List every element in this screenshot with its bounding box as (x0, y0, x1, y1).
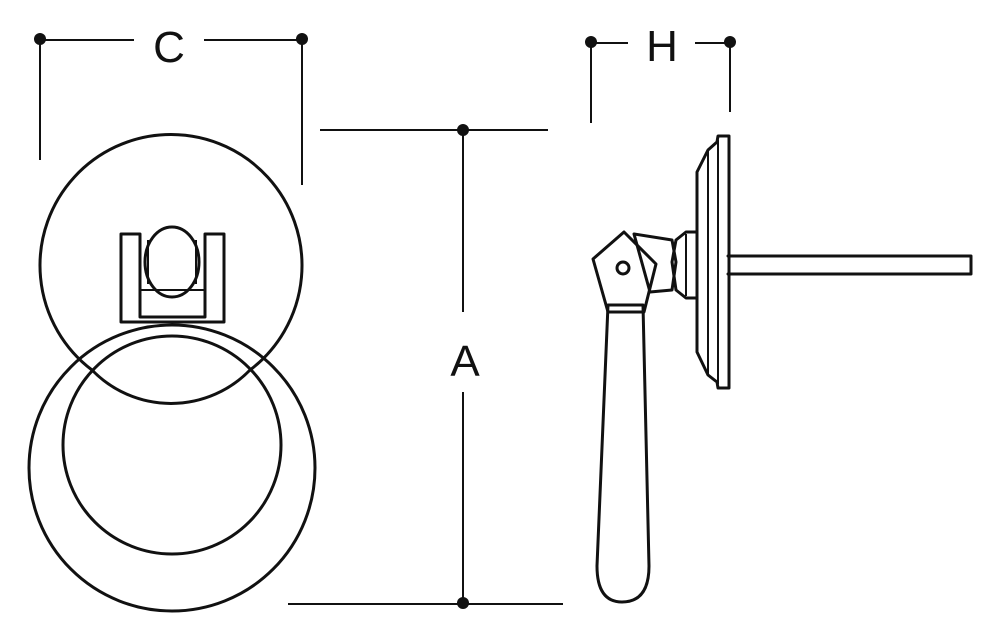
dimension-a-dot-top (457, 124, 469, 136)
dimension-c-dot-left (34, 33, 46, 45)
side-backplate-profile (695, 134, 731, 390)
side-pivot-arm (632, 232, 678, 294)
side-pivot-pin (615, 260, 631, 276)
front-boss-knob (143, 225, 201, 299)
side-pivot-head (591, 230, 658, 314)
side-drop-handle (595, 303, 651, 604)
side-view (591, 134, 973, 604)
side-bolt-shank (726, 254, 973, 276)
dimension-c-label: C (153, 23, 185, 72)
front-bracket (119, 232, 226, 324)
front-ring-inner (61, 334, 283, 556)
dimension-a-label: A (450, 337, 480, 386)
front-backplate (38, 133, 304, 372)
dimension-h-label: H (646, 22, 678, 71)
dimension-h: H (585, 22, 736, 123)
dimension-c-dot-right (296, 33, 308, 45)
dimension-h-dot-left (585, 36, 597, 48)
dimension-a: A (288, 124, 563, 609)
dimension-h-dot-right (724, 36, 736, 48)
front-view (27, 133, 317, 613)
front-backplate-inner-arc (90, 368, 252, 405)
front-ring-outer (27, 323, 317, 613)
dimension-a-dot-bottom (457, 597, 469, 609)
dimension-c: C (34, 23, 308, 185)
